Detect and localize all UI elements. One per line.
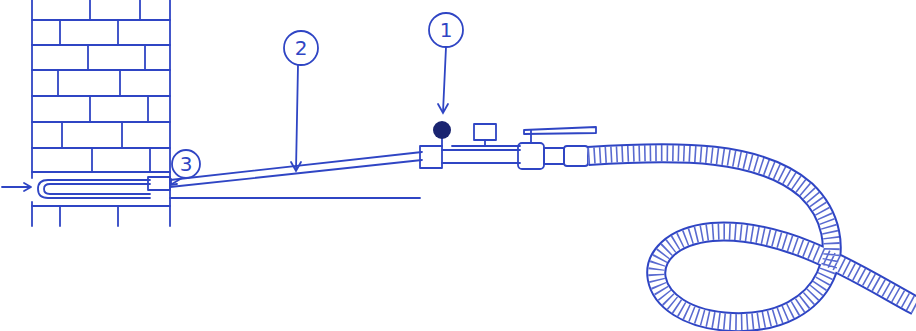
manifold-pipe (442, 149, 520, 151)
callout-circle (429, 13, 463, 47)
brick-wall (32, 0, 170, 226)
hose-connector (564, 146, 588, 166)
callout-number: 3 (171, 149, 201, 179)
callout-circle (172, 150, 200, 178)
gauge-ball (433, 121, 451, 139)
ledge-line (170, 197, 420, 199)
leader-arrow (443, 47, 446, 112)
leader-arrow (171, 179, 177, 185)
valve-handle (524, 127, 596, 134)
callout-circle (284, 31, 318, 65)
pipe-end (44, 184, 150, 194)
callout-number: 1 (431, 15, 461, 45)
valve-handle (530, 130, 532, 143)
fitting (148, 177, 170, 190)
coupling (420, 146, 442, 168)
leader-arrow (291, 162, 301, 171)
direction-arrow (2, 186, 30, 188)
manifold-pipe (452, 145, 520, 147)
ball-valve (518, 143, 544, 169)
gauge-box (474, 124, 496, 140)
leader-arrow (438, 104, 448, 113)
manifold-pipe (442, 162, 520, 164)
braided-hose (588, 153, 916, 322)
leader-arrow (172, 178, 182, 184)
direction-arrow (24, 183, 31, 191)
callout-number: 2 (286, 33, 316, 63)
pipe-end (38, 180, 150, 198)
leader-arrow (296, 65, 298, 170)
gauge-stem (484, 140, 486, 146)
hose-connector (544, 148, 564, 164)
